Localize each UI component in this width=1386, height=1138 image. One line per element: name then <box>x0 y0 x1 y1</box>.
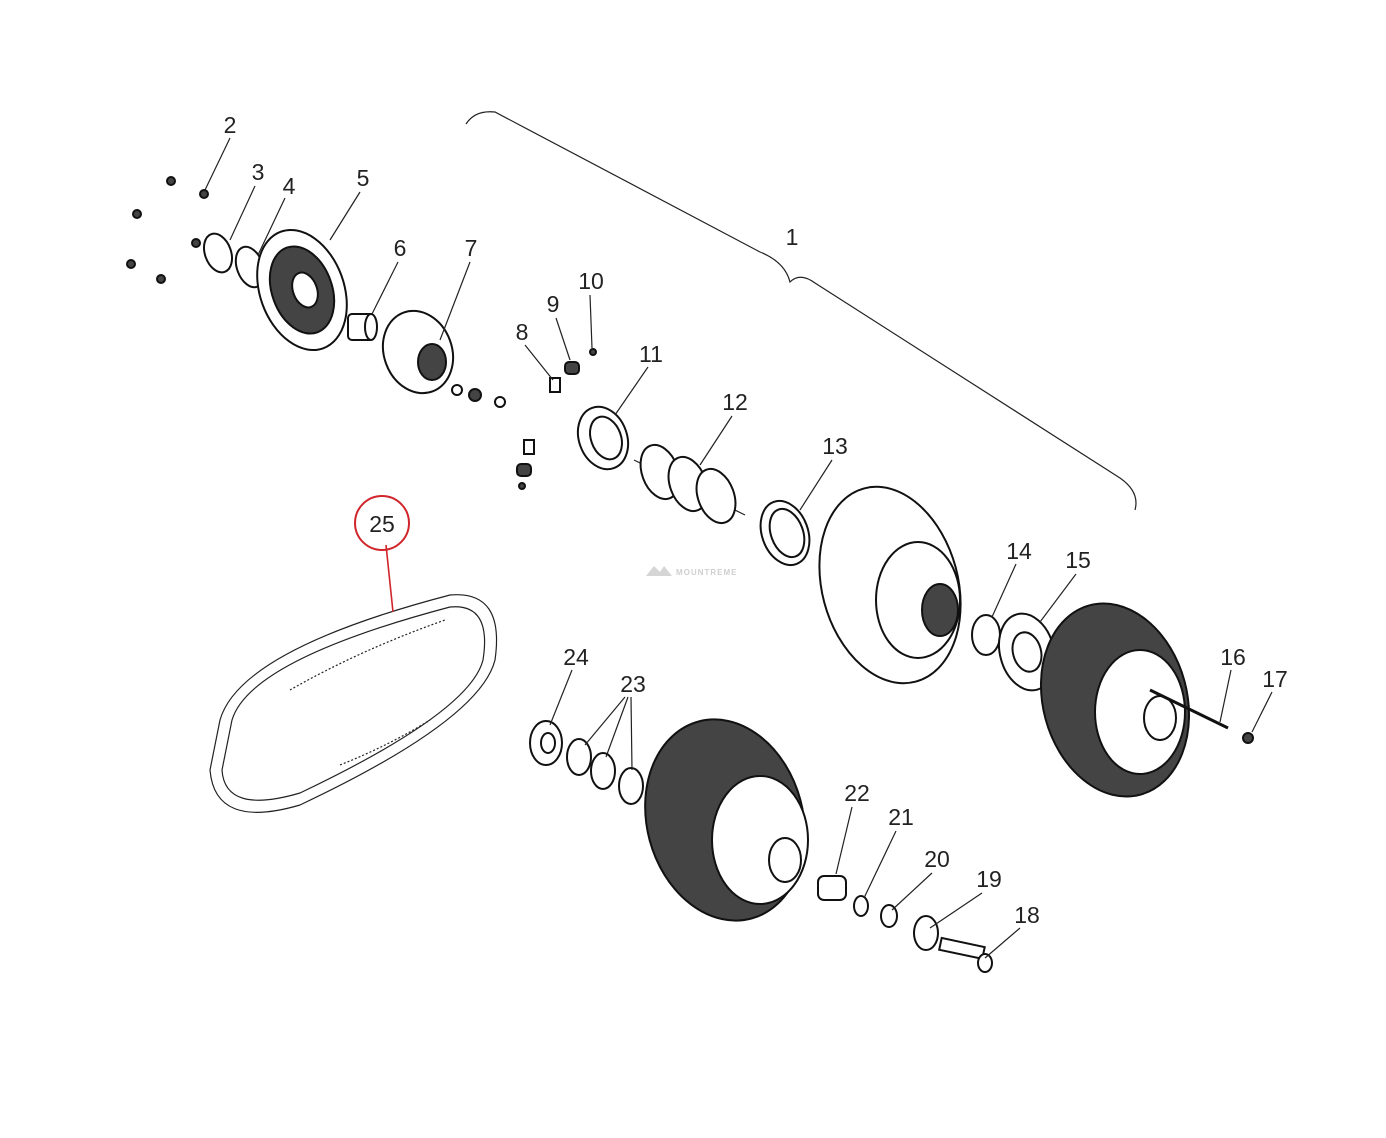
callout-5: 5 <box>357 165 370 191</box>
spider <box>381 309 506 408</box>
callout-21: 21 <box>888 804 914 830</box>
callout-7: 7 <box>465 235 478 261</box>
retaining-ring <box>202 232 234 274</box>
pin-16 <box>1149 688 1229 730</box>
washers-23-24 <box>529 720 644 805</box>
callout-2: 2 <box>224 112 237 138</box>
callout-10: 10 <box>578 268 604 294</box>
svg-text:MOUNTREME: MOUNTREME <box>676 568 737 577</box>
movable-sheave <box>818 485 962 685</box>
callout-19: 19 <box>976 866 1002 892</box>
callout-24: 24 <box>563 644 589 670</box>
callout-6: 6 <box>394 235 407 261</box>
callout-18: 18 <box>1014 902 1040 928</box>
callout-16: 16 <box>1220 644 1246 670</box>
bushing-14 <box>971 614 1001 656</box>
callout-22: 22 <box>844 780 870 806</box>
callout-labels: 1 2 3 4 5 6 7 8 9 10 11 12 13 14 15 16 1… <box>224 112 1288 928</box>
fixed-sheave <box>644 718 809 922</box>
nut-17 <box>1242 732 1254 744</box>
drive-belt <box>209 594 498 813</box>
drive-cover <box>256 228 348 352</box>
callout-20: 20 <box>924 846 950 872</box>
callout-17: 17 <box>1262 666 1288 692</box>
callout-3: 3 <box>252 159 265 185</box>
callout-1: 1 <box>786 224 799 250</box>
callout-9: 9 <box>547 291 560 317</box>
callout-12: 12 <box>722 389 748 415</box>
spring <box>633 443 746 525</box>
assembly-bracket <box>465 111 1137 511</box>
seal-ring <box>759 500 811 566</box>
driven-sheave <box>1039 602 1191 798</box>
leader-lines <box>204 137 1273 959</box>
pin-roller-set <box>516 348 597 490</box>
callout-25: 25 <box>369 511 395 537</box>
seal <box>576 405 630 471</box>
callout-4: 4 <box>283 173 296 199</box>
callout-8: 8 <box>516 319 529 345</box>
highlight-circle <box>354 495 410 551</box>
callout-13: 13 <box>822 433 848 459</box>
callout-14: 14 <box>1006 538 1032 564</box>
callout-11: 11 <box>639 341 663 367</box>
screws <box>126 176 209 284</box>
bushing <box>347 313 378 341</box>
watermark: MOUNTREME <box>646 566 737 577</box>
callout-23: 23 <box>620 671 646 697</box>
fastener-stack <box>817 875 993 973</box>
callout-15: 15 <box>1065 547 1091 573</box>
